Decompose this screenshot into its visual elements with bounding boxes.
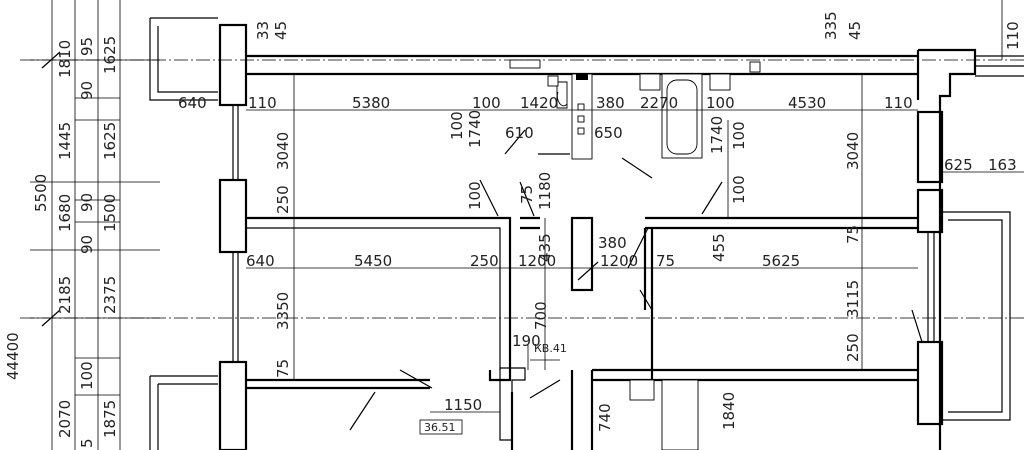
doors: [349, 129, 923, 431]
dim-v-44400: 44400: [4, 332, 22, 380]
dim-h-1200-b: 1200: [600, 252, 638, 270]
vertical-dimension-labels-left: 1810 95 1625 90 1445 1625 5500 1680 90 9…: [4, 36, 119, 448]
dim-v-1445: 1445: [56, 122, 74, 160]
dim-h-640-top: 640: [178, 94, 207, 112]
dim-v-1840: 1840: [720, 392, 738, 430]
dim-v-250-left: 250: [274, 185, 292, 214]
dim-v-100-d: 100: [730, 175, 748, 204]
dim-h-100-b: 100: [706, 94, 735, 112]
horizontal-dimension-labels: 640 110 5380 100 1420 380 2270 100 4530 …: [178, 94, 1017, 414]
dim-v-90-b: 90: [78, 193, 96, 212]
dim-h-5380: 5380: [352, 94, 390, 112]
vertical-dimension-labels-interior: 3040 250 3350 75 100 1740 100 75 1180 43…: [254, 11, 1022, 432]
dim-v-3040-left: 3040: [274, 132, 292, 170]
dim-v-1180: 1180: [536, 172, 554, 210]
dim-v-700: 700: [532, 301, 550, 330]
dim-h-110-left: 110: [248, 94, 277, 112]
dim-v-335: 335: [822, 11, 840, 40]
dim-v-1680: 1680: [56, 194, 74, 232]
dim-v-1810: 1810: [56, 40, 74, 78]
balcony-left: [149, 17, 218, 450]
dim-h-100-a: 100: [472, 94, 501, 112]
dim-v-1625-b: 1625: [101, 122, 119, 160]
dim-h-650: 650: [594, 124, 623, 142]
dim-h-1420: 1420: [520, 94, 558, 112]
balcony-right: [942, 0, 1024, 421]
dim-v-435: 435: [536, 233, 554, 262]
dim-v-90-a: 90: [78, 81, 96, 100]
dim-v-45-left: 45: [272, 21, 290, 40]
dim-v-75-right: 75: [844, 225, 862, 244]
dim-v-1875: 1875: [101, 400, 119, 438]
dim-v-33: 33: [254, 21, 272, 40]
left-dimension-lines: [30, 0, 160, 450]
apartment-code: КВ.41: [534, 342, 567, 355]
dim-h-75-mid: 75: [656, 252, 675, 270]
dim-v-110-far-right: 110: [1004, 21, 1022, 50]
dim-h-110-right: 110: [884, 94, 913, 112]
room-area: 36.51: [424, 421, 456, 434]
dim-v-740: 740: [596, 403, 614, 432]
dim-v-1500: 1500: [101, 194, 119, 232]
dim-h-1200-a: 1200: [518, 252, 556, 270]
dim-h-163: 163: [988, 156, 1017, 174]
dim-v-100-c: 100: [730, 121, 748, 150]
dim-h-1150: 1150: [444, 396, 482, 414]
dim-h-2270: 2270: [640, 94, 678, 112]
dim-h-640-mid: 640: [246, 252, 275, 270]
interior-walls: [246, 216, 918, 450]
dim-v-1740-b: 1740: [708, 116, 726, 154]
fixtures: [509, 59, 761, 450]
note-190: 190: [512, 332, 541, 350]
dim-v-5: 5: [78, 438, 96, 448]
dim-h-380-top: 380: [596, 94, 625, 112]
dim-v-2070: 2070: [56, 400, 74, 438]
dim-v-455: 455: [710, 233, 728, 262]
dim-v-95: 95: [78, 37, 96, 56]
dim-v-90-c: 90: [78, 235, 96, 254]
dim-h-4530: 4530: [788, 94, 826, 112]
dim-h-625: 625: [944, 156, 973, 174]
dim-v-3040-right: 3040: [844, 132, 862, 170]
dim-v-75-a: 75: [518, 185, 536, 204]
dim-v-1740-a: 1740: [466, 110, 484, 148]
dim-v-3115: 3115: [844, 280, 862, 318]
dim-v-100-b: 100: [466, 181, 484, 210]
dim-v-250-right: 250: [844, 333, 862, 362]
dim-h-5450: 5450: [354, 252, 392, 270]
dim-v-1625-a: 1625: [101, 36, 119, 74]
dim-v-100: 100: [78, 361, 96, 390]
dim-v-45-right: 45: [846, 21, 864, 40]
dim-v-100-a: 100: [448, 111, 466, 140]
annotations: 190 КВ.41 36.51: [419, 332, 567, 435]
dim-h-380-mid: 380: [598, 234, 627, 252]
dim-v-2375: 2375: [101, 276, 119, 314]
dim-v-75-left: 75: [274, 359, 292, 378]
dim-h-610: 610: [505, 124, 534, 142]
dim-h-5625: 5625: [762, 252, 800, 270]
dim-v-3350: 3350: [274, 292, 292, 330]
dim-v-5500: 5500: [32, 174, 50, 212]
outer-walls: [218, 23, 977, 450]
dim-h-250: 250: [470, 252, 499, 270]
interior-dimension-lines: [246, 74, 1024, 413]
dim-v-2185: 2185: [56, 276, 74, 314]
